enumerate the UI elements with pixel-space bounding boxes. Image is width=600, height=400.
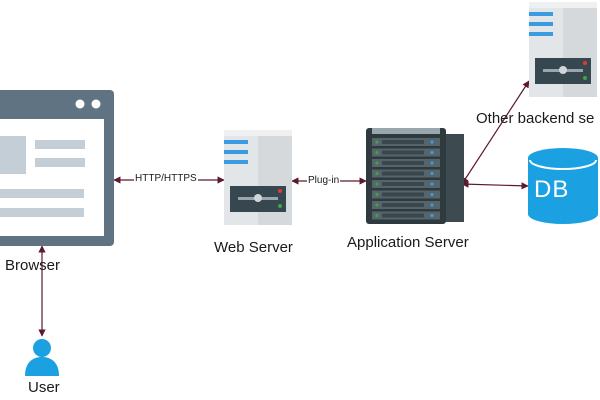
rack-led [430, 171, 434, 176]
db-label: DB [534, 176, 570, 203]
rack-slot-bay [382, 140, 424, 144]
other-backend-label: Other backend se [476, 110, 595, 127]
rack-led [375, 192, 379, 197]
database-icon [528, 148, 598, 224]
browser-label: Browser [5, 257, 61, 274]
app-backend-connector [461, 80, 530, 185]
rack-led [375, 213, 379, 218]
rack-led [375, 171, 379, 176]
rack-led [430, 140, 434, 144]
rack-led [430, 203, 434, 207]
rack-slot-bay [382, 192, 424, 197]
rack-slot-bay [382, 213, 424, 218]
rack-led [375, 140, 379, 144]
rack-slots [372, 138, 440, 220]
rack-led [430, 161, 434, 165]
app-server-label: Application Server [347, 234, 469, 251]
browser-window-icon [0, 90, 114, 246]
other-backend-server-icon [529, 2, 597, 97]
rack-slot-bay [382, 182, 424, 186]
rack-led [430, 192, 434, 197]
user-label: User [28, 379, 60, 396]
app-db-connector [461, 180, 529, 190]
web-server-label: Web Server [214, 239, 293, 256]
user-icon [25, 339, 59, 376]
rack-led [375, 150, 379, 155]
plug-in-edge-label: Plug-in [307, 175, 341, 186]
app-server-icon [366, 128, 464, 224]
http-https-edge-label: HTTP/HTTPS [134, 173, 198, 184]
rack-slot-bay [382, 150, 424, 155]
rack-led [430, 150, 434, 155]
rack-slot-bay [382, 203, 424, 207]
rack-led [375, 161, 379, 165]
rack-slot-bay [382, 161, 424, 165]
rack-led [375, 203, 379, 207]
rack-led [375, 182, 379, 186]
rack-slot-bay [382, 171, 424, 176]
web-server-icon [224, 130, 292, 225]
rack-led [430, 213, 434, 218]
rack-led [430, 182, 434, 186]
